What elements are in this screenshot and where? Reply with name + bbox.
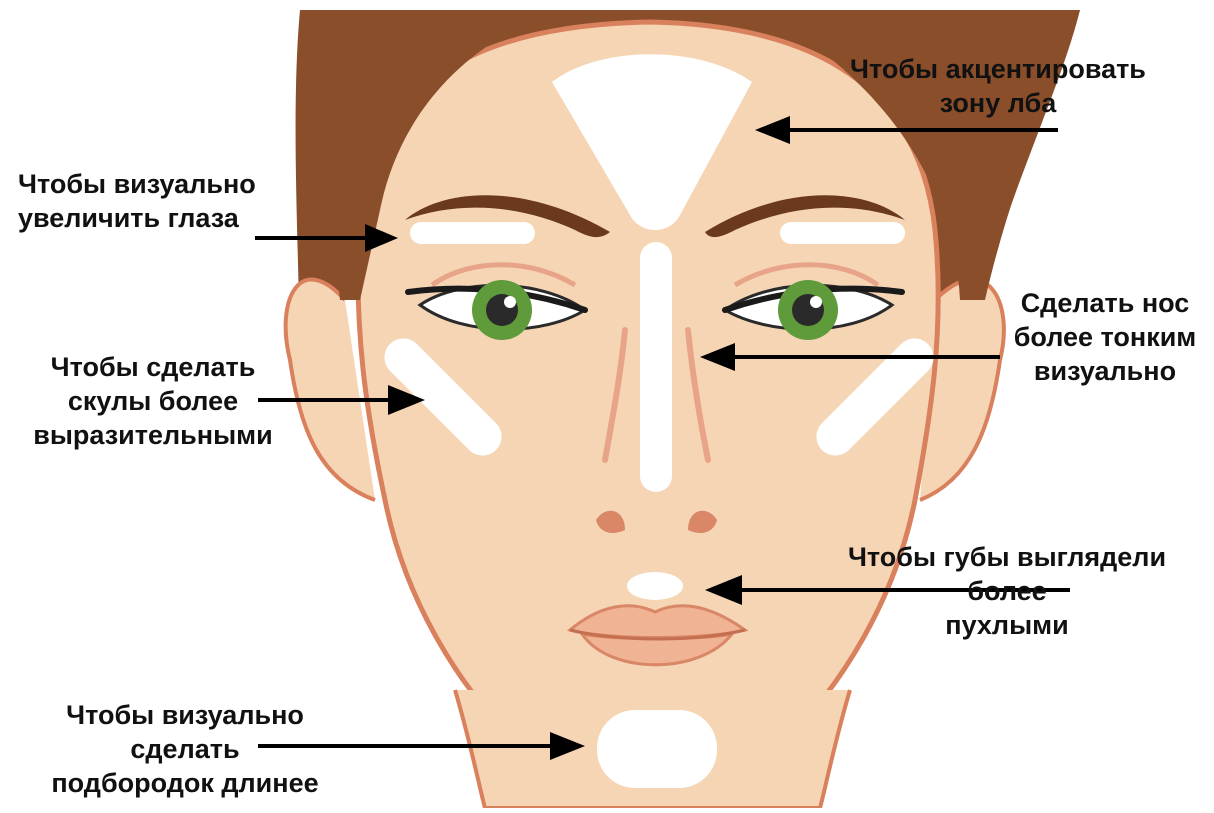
left-brow-highlight xyxy=(410,222,535,244)
nose-highlight xyxy=(640,242,672,492)
nose-label: Сделать нос более тонким визуально xyxy=(1000,286,1210,388)
eyes-label: Чтобы визуально увеличить глаза xyxy=(18,167,256,235)
right-brow-highlight xyxy=(780,222,905,244)
forehead-label: Чтобы акцентировать зону лба xyxy=(850,52,1146,120)
chin-highlight xyxy=(597,710,717,788)
chin-label: Чтобы визуально сделать подбородок длине… xyxy=(20,698,350,800)
cheekbones-label: Чтобы сделать скулы более выразительными xyxy=(8,350,298,452)
lips-label: Чтобы губы выглядели более пухлыми xyxy=(812,540,1202,642)
lip-highlight xyxy=(627,572,683,600)
